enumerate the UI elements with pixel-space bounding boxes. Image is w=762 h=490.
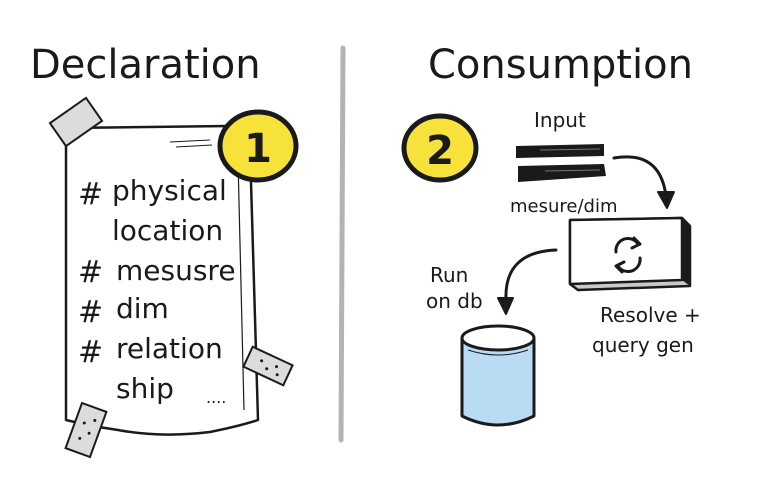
bullet-4: # [78,335,103,370]
step-2-badge [401,113,479,183]
database-icon [460,324,536,427]
bullet-1: # [78,177,103,212]
run-line-1: Run [430,263,468,287]
more-ellipsis: .... [206,388,226,407]
input-bars-icon [516,144,606,182]
run-line-2: on db [426,289,483,313]
tape-right [242,345,294,387]
input-label: Input [534,108,586,132]
arrowhead-resolver-to-db [497,297,514,315]
arrowhead-input-to-resolver [657,191,675,209]
resolve-line-1: Resolve + [600,303,701,327]
paper-curl-line [169,139,213,148]
arrow-resolver-to-db [504,248,558,302]
step-2-label: 2 [426,128,454,174]
input-sublabel: mesure/dim [510,196,618,217]
section-divider [338,45,346,443]
arrow-input-to-resolver [612,155,668,198]
item-1-line-2: location [112,214,223,247]
resolver-box [568,216,692,292]
bullet-3: # [78,295,103,330]
tape-top-left [48,96,104,148]
step-1-badge [217,109,299,183]
item-2-line-1: mesusre [116,254,236,287]
item-3-line-1: dim [116,292,169,325]
step-1-label: 1 [244,126,272,172]
tape-bottom-left [64,401,108,459]
item-4-line-2: ship [116,372,174,405]
consumption-title: Consumption [428,42,693,88]
declaration-title: Declaration [30,42,261,88]
item-4-line-1: relation [116,332,223,365]
refresh-icon [614,236,642,274]
paper-shading [237,159,245,411]
bullet-2: # [78,255,103,290]
resolve-line-2: query gen [592,333,694,357]
item-1-line-1: physical [112,174,227,207]
